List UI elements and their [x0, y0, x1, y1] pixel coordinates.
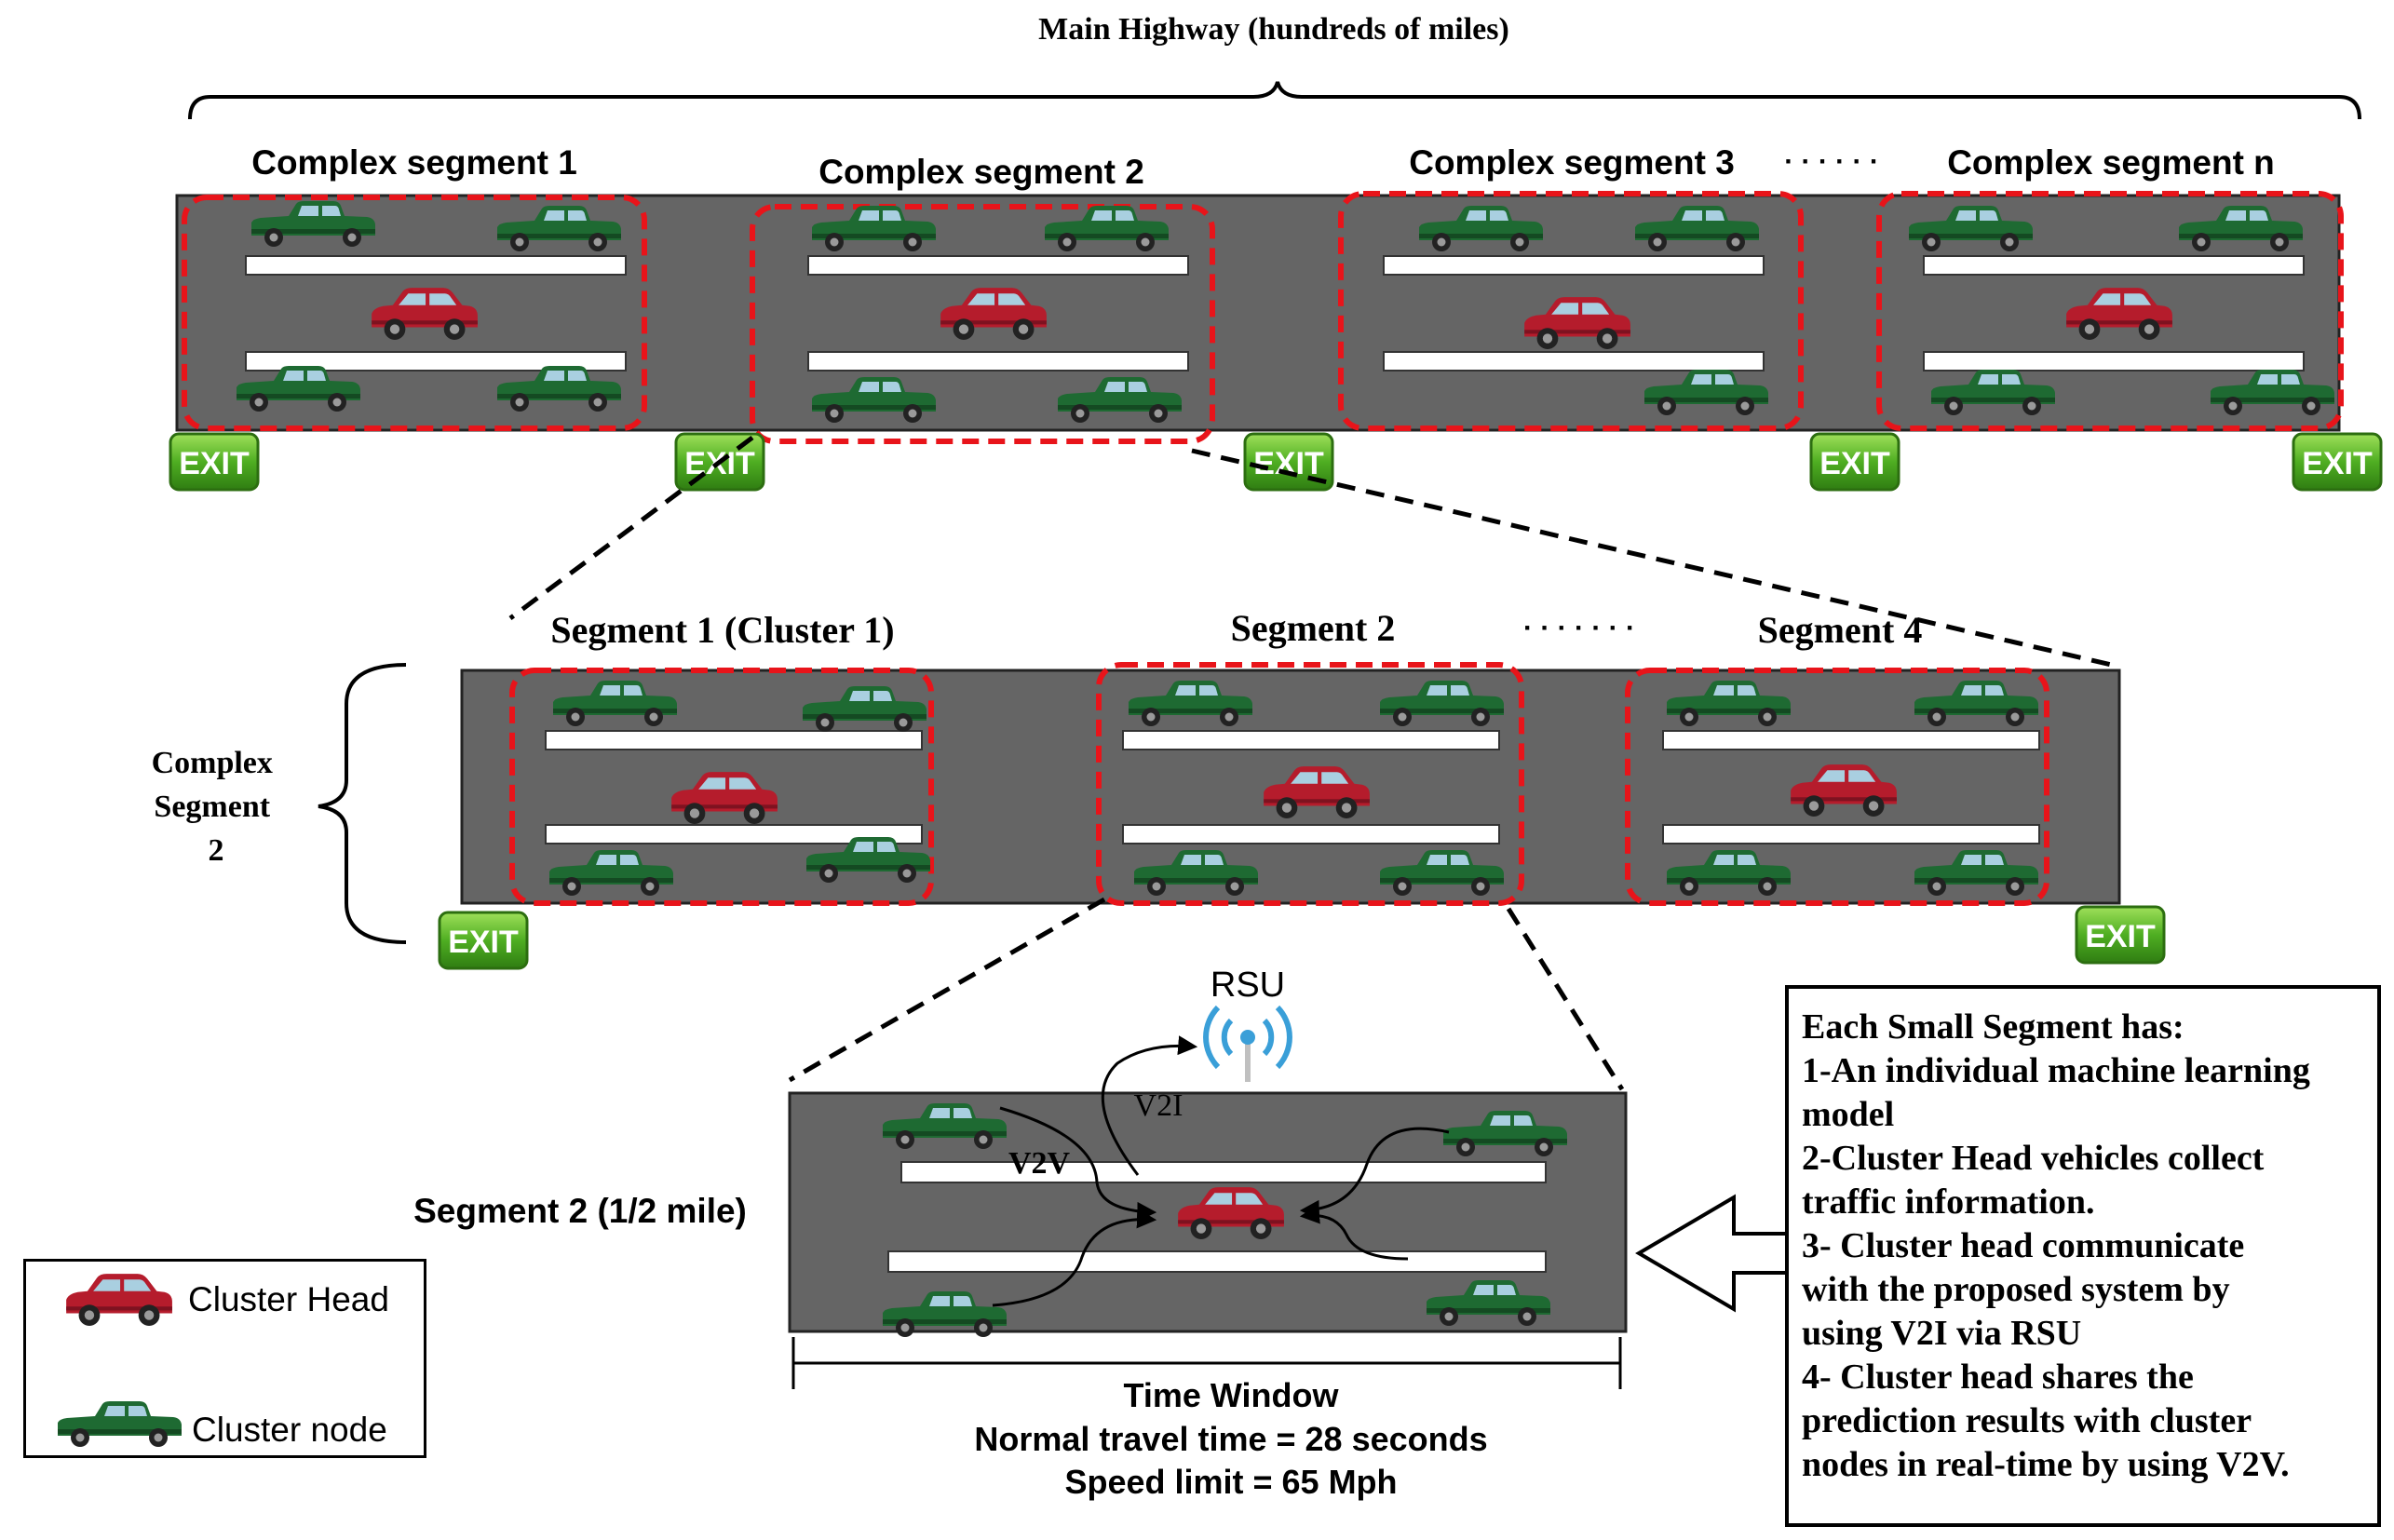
rsu-label: RSU: [1211, 966, 1285, 1005]
complex-segment-2-side-label: Complex Segment 2: [152, 746, 281, 868]
legend-cluster-head: Cluster Head: [188, 1280, 389, 1318]
rsu-antenna-icon: [1203, 1005, 1292, 1082]
lane-divider: [900, 1161, 1547, 1183]
cluster-head-legend-icon: [66, 1274, 172, 1326]
v2v-arrow: [1299, 1204, 1409, 1261]
segment-1-cluster-outline: [509, 668, 934, 906]
lane-divider: [807, 255, 1189, 276]
info-line: prediction results with cluster: [1802, 1401, 2252, 1440]
zoom-line-left: [788, 897, 1106, 1083]
segment-4-label: Segment 4: [1758, 609, 1923, 651]
lane-divider: [1662, 730, 2040, 750]
legend-cluster-node: Cluster node: [192, 1411, 387, 1449]
complex-segment-2: [750, 204, 1215, 444]
info-line: using V2I via RSU: [1802, 1314, 2082, 1353]
legend: Cluster Head Cluster node: [23, 1259, 426, 1458]
v2i-label: V2I: [1134, 1088, 1183, 1123]
exit-sign: EXIT: [2075, 905, 2166, 965]
exit-label: EXIT: [2085, 919, 2156, 954]
segment-info-box: Each Small Segment has: 1-An individual …: [1785, 985, 2381, 1527]
complex-segment-2-brace: [318, 663, 407, 944]
complex-segment-1-cluster-outline: [182, 195, 647, 431]
segment-ellipsis: · · · · · · ·: [1523, 613, 1635, 643]
info-line: Each Small Segment has:: [1802, 1007, 2184, 1047]
side-label-line: 2: [209, 833, 224, 868]
lane-divider: [1662, 824, 2040, 844]
lane-divider: [887, 1250, 1547, 1273]
lane-divider: [545, 824, 923, 844]
complex-segment-n-cluster-outline: [1876, 191, 2344, 431]
complex-segment-1-label: Complex segment 1: [251, 143, 577, 182]
v2v-label: V2V: [1008, 1146, 1071, 1181]
cluster-node-legend-icon: [58, 1401, 182, 1447]
v2v-arrow: [992, 1209, 1157, 1307]
time-window-bracket: [791, 1337, 1622, 1389]
exit-sign: EXIT: [169, 432, 260, 492]
exit-sign: EXIT: [438, 911, 529, 970]
exit-sign: EXIT: [2292, 432, 2383, 492]
zoom-line-left: [508, 435, 754, 621]
zoom-line-right: [1506, 907, 1625, 1091]
complex-segment-ellipsis: · · · · · ·: [1784, 146, 1879, 177]
complex-segment-3-label: Complex segment 3: [1409, 143, 1735, 182]
info-line: model: [1802, 1095, 1895, 1134]
segment-4-cluster-outline: [1625, 668, 2049, 906]
lane-divider: [1923, 351, 2305, 371]
lane-divider: [1383, 255, 1765, 276]
info-line: nodes in real-time by using V2V.: [1802, 1445, 2290, 1484]
lane-divider: [1383, 351, 1765, 371]
complex-segment-3: [1338, 191, 1804, 431]
complex-segment-n: [1876, 191, 2344, 431]
lane-divider: [807, 351, 1189, 371]
lane-divider: [245, 351, 627, 371]
time-window-title: Time Window: [1123, 1376, 1339, 1414]
info-line: traffic information.: [1802, 1182, 2095, 1222]
exit-label: EXIT: [179, 446, 250, 481]
segment-detail-label: Segment 2 (1/2 mile): [413, 1192, 747, 1230]
lane-divider: [245, 255, 627, 276]
lane-divider: [1122, 730, 1500, 750]
segment-1-cluster: [509, 668, 934, 906]
segment-2-cluster: [1096, 662, 1524, 906]
speed-limit: Speed limit = 65 Mph: [1064, 1463, 1397, 1501]
exit-sign: EXIT: [1809, 432, 1900, 492]
v2v-arrow: [999, 1106, 1157, 1222]
complex-segment-2-label: Complex segment 2: [818, 153, 1144, 191]
info-line: 3- Cluster head communicate: [1802, 1226, 2245, 1265]
lane-divider: [1122, 824, 1500, 844]
complex-segment-n-label: Complex segment n: [1947, 143, 2275, 182]
info-line: 2-Cluster Head vehicles collect: [1802, 1139, 2265, 1178]
lane-divider: [545, 730, 923, 750]
info-pointer-arrow: [1635, 1194, 1785, 1313]
side-label-line: Segment: [154, 790, 270, 824]
segment-2-cluster-outline: [1096, 662, 1524, 906]
exit-label: EXIT: [1819, 446, 1890, 481]
zoom-line-right: [1191, 448, 2120, 669]
exit-label: EXIT: [2302, 446, 2373, 481]
segment-2-label: Segment 2: [1231, 607, 1396, 649]
complex-segment-1: [182, 195, 647, 431]
v2i-arrow: [1101, 1035, 1198, 1176]
lane-divider: [1923, 255, 2305, 276]
info-line: 1-An individual machine learning: [1802, 1051, 2310, 1090]
segment-1-label: Segment 1 (Cluster 1): [550, 609, 894, 651]
exit-label: EXIT: [1253, 446, 1324, 481]
exit-label: EXIT: [448, 925, 519, 960]
v2v-arrow: [1299, 1127, 1450, 1220]
info-line: 4- Cluster head shares the: [1802, 1358, 2194, 1397]
normal-travel-time: Normal travel time = 28 seconds: [974, 1420, 1487, 1458]
side-label-line: Complex: [152, 746, 273, 780]
main-highway-title: Main Highway (hundreds of miles): [1038, 12, 1509, 47]
main-highway-brace: [188, 81, 2361, 120]
segment-4-cluster: [1625, 668, 2049, 906]
info-line: with the proposed system by: [1802, 1270, 2230, 1309]
